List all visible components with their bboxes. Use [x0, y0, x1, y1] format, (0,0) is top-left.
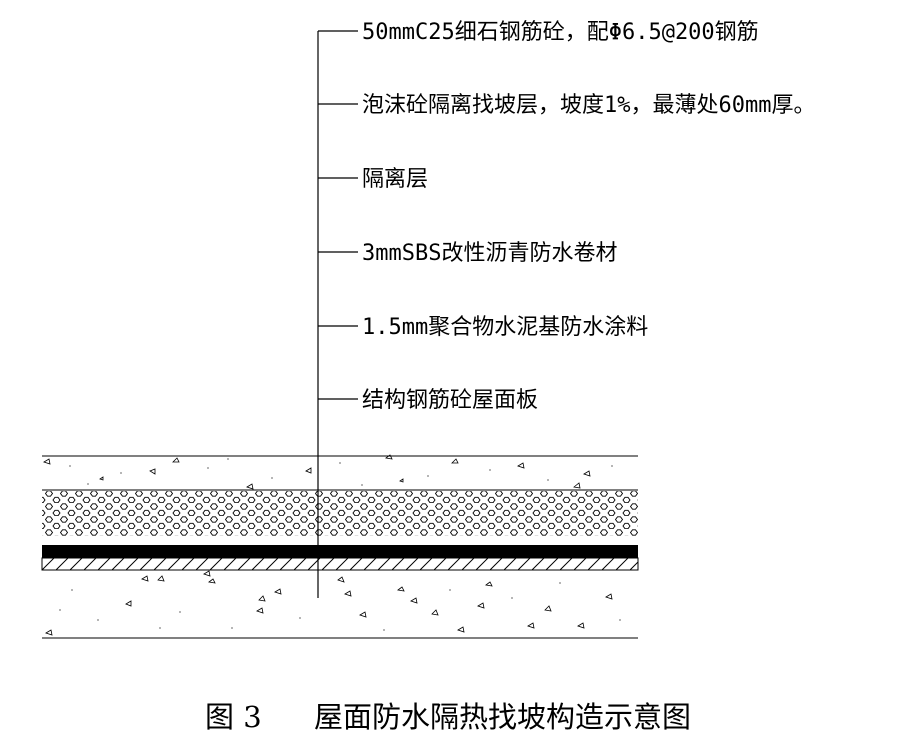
- layer-label-group: 50mmC25细石钢筋砼，配Φ6.5@200钢筋 泡沫砼隔离找坡层，坡度1%，最…: [318, 20, 815, 413]
- layer-structural-slab: [42, 570, 638, 639]
- layer-label-sbs-membrane: 3mmSBS改性沥青防水卷材: [362, 241, 617, 266]
- layer-label-topping: 50mmC25细石钢筋砼，配Φ6.5@200钢筋: [362, 20, 759, 45]
- layer-label-isolation: 隔离层: [362, 167, 428, 192]
- layer-polymer-coating: [41, 557, 639, 571]
- figure-number: 图 3: [205, 700, 262, 734]
- layer-topping-concrete: [42, 454, 638, 490]
- layer-label-structural-slab: 结构钢筋砼屋面板: [362, 388, 538, 413]
- layer-label-foam-slope: 泡沫砼隔离找坡层，坡度1%，最薄处60mm厚。: [362, 93, 815, 118]
- layer-sbs-membrane: [42, 545, 638, 558]
- layer-foam-concrete: [42, 489, 638, 536]
- figure-title: 屋面防水隔热找坡构造示意图: [314, 700, 691, 734]
- layer-label-polymer-coating: 1.5mm聚合物水泥基防水涂料: [362, 315, 648, 340]
